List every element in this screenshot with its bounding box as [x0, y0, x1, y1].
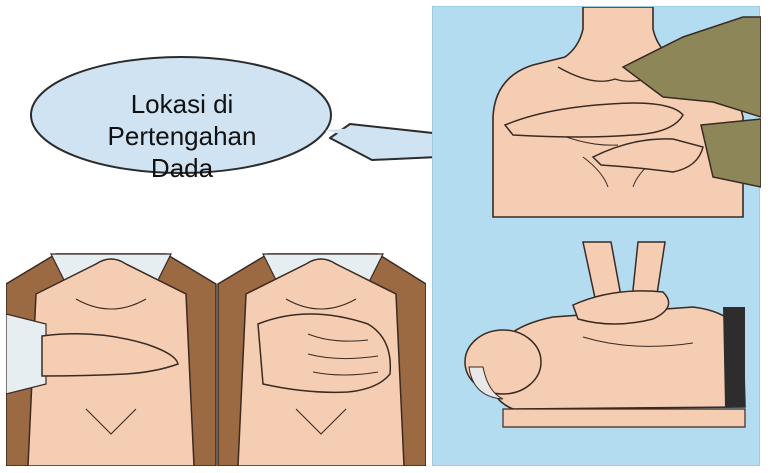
compression-hands-icon: [573, 291, 669, 324]
callout-line-1: Lokasi di Pertengahan: [66, 88, 298, 152]
locating-sternum-figure: [493, 7, 761, 217]
callout-text: Lokasi di Pertengahan Dada: [66, 88, 298, 184]
interlocked-hands-icon: [258, 314, 390, 392]
hand-placement-step-2: [218, 254, 426, 466]
hand-placement-illustrations: [6, 244, 426, 466]
callout-line-2: Dada: [66, 152, 298, 184]
chest-compression-figure: [465, 242, 745, 427]
cpr-illustration-panel: [432, 6, 760, 466]
hand-placement-step-1: [6, 244, 216, 466]
